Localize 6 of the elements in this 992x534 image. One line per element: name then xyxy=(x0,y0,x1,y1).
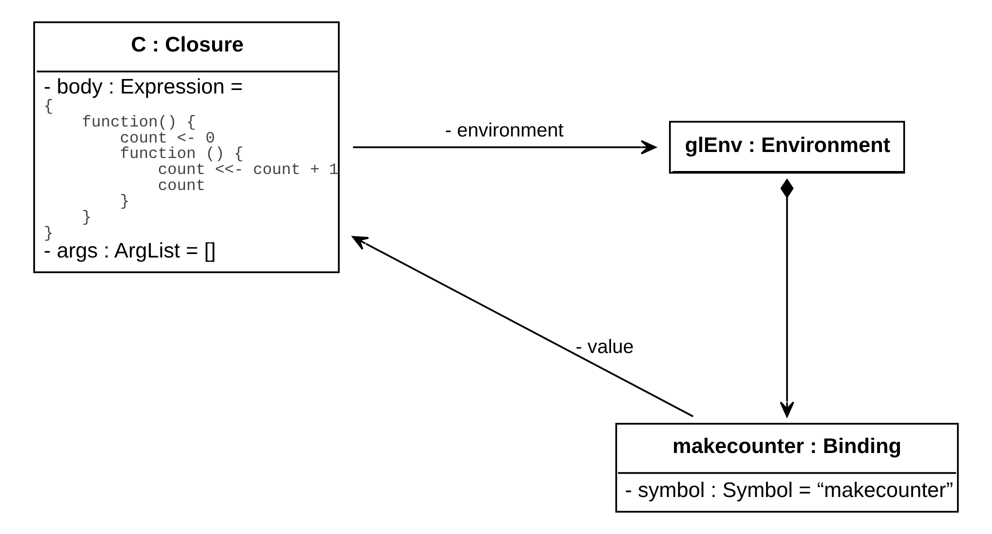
arrow xyxy=(352,236,694,418)
arrow xyxy=(780,178,794,418)
edge-label: - environment xyxy=(445,119,564,142)
edge-label: - value xyxy=(576,336,634,358)
node-box: makecounter : Binding - symbol : Symbol = “makecounter” xyxy=(615,422,959,513)
arrow xyxy=(352,140,656,154)
